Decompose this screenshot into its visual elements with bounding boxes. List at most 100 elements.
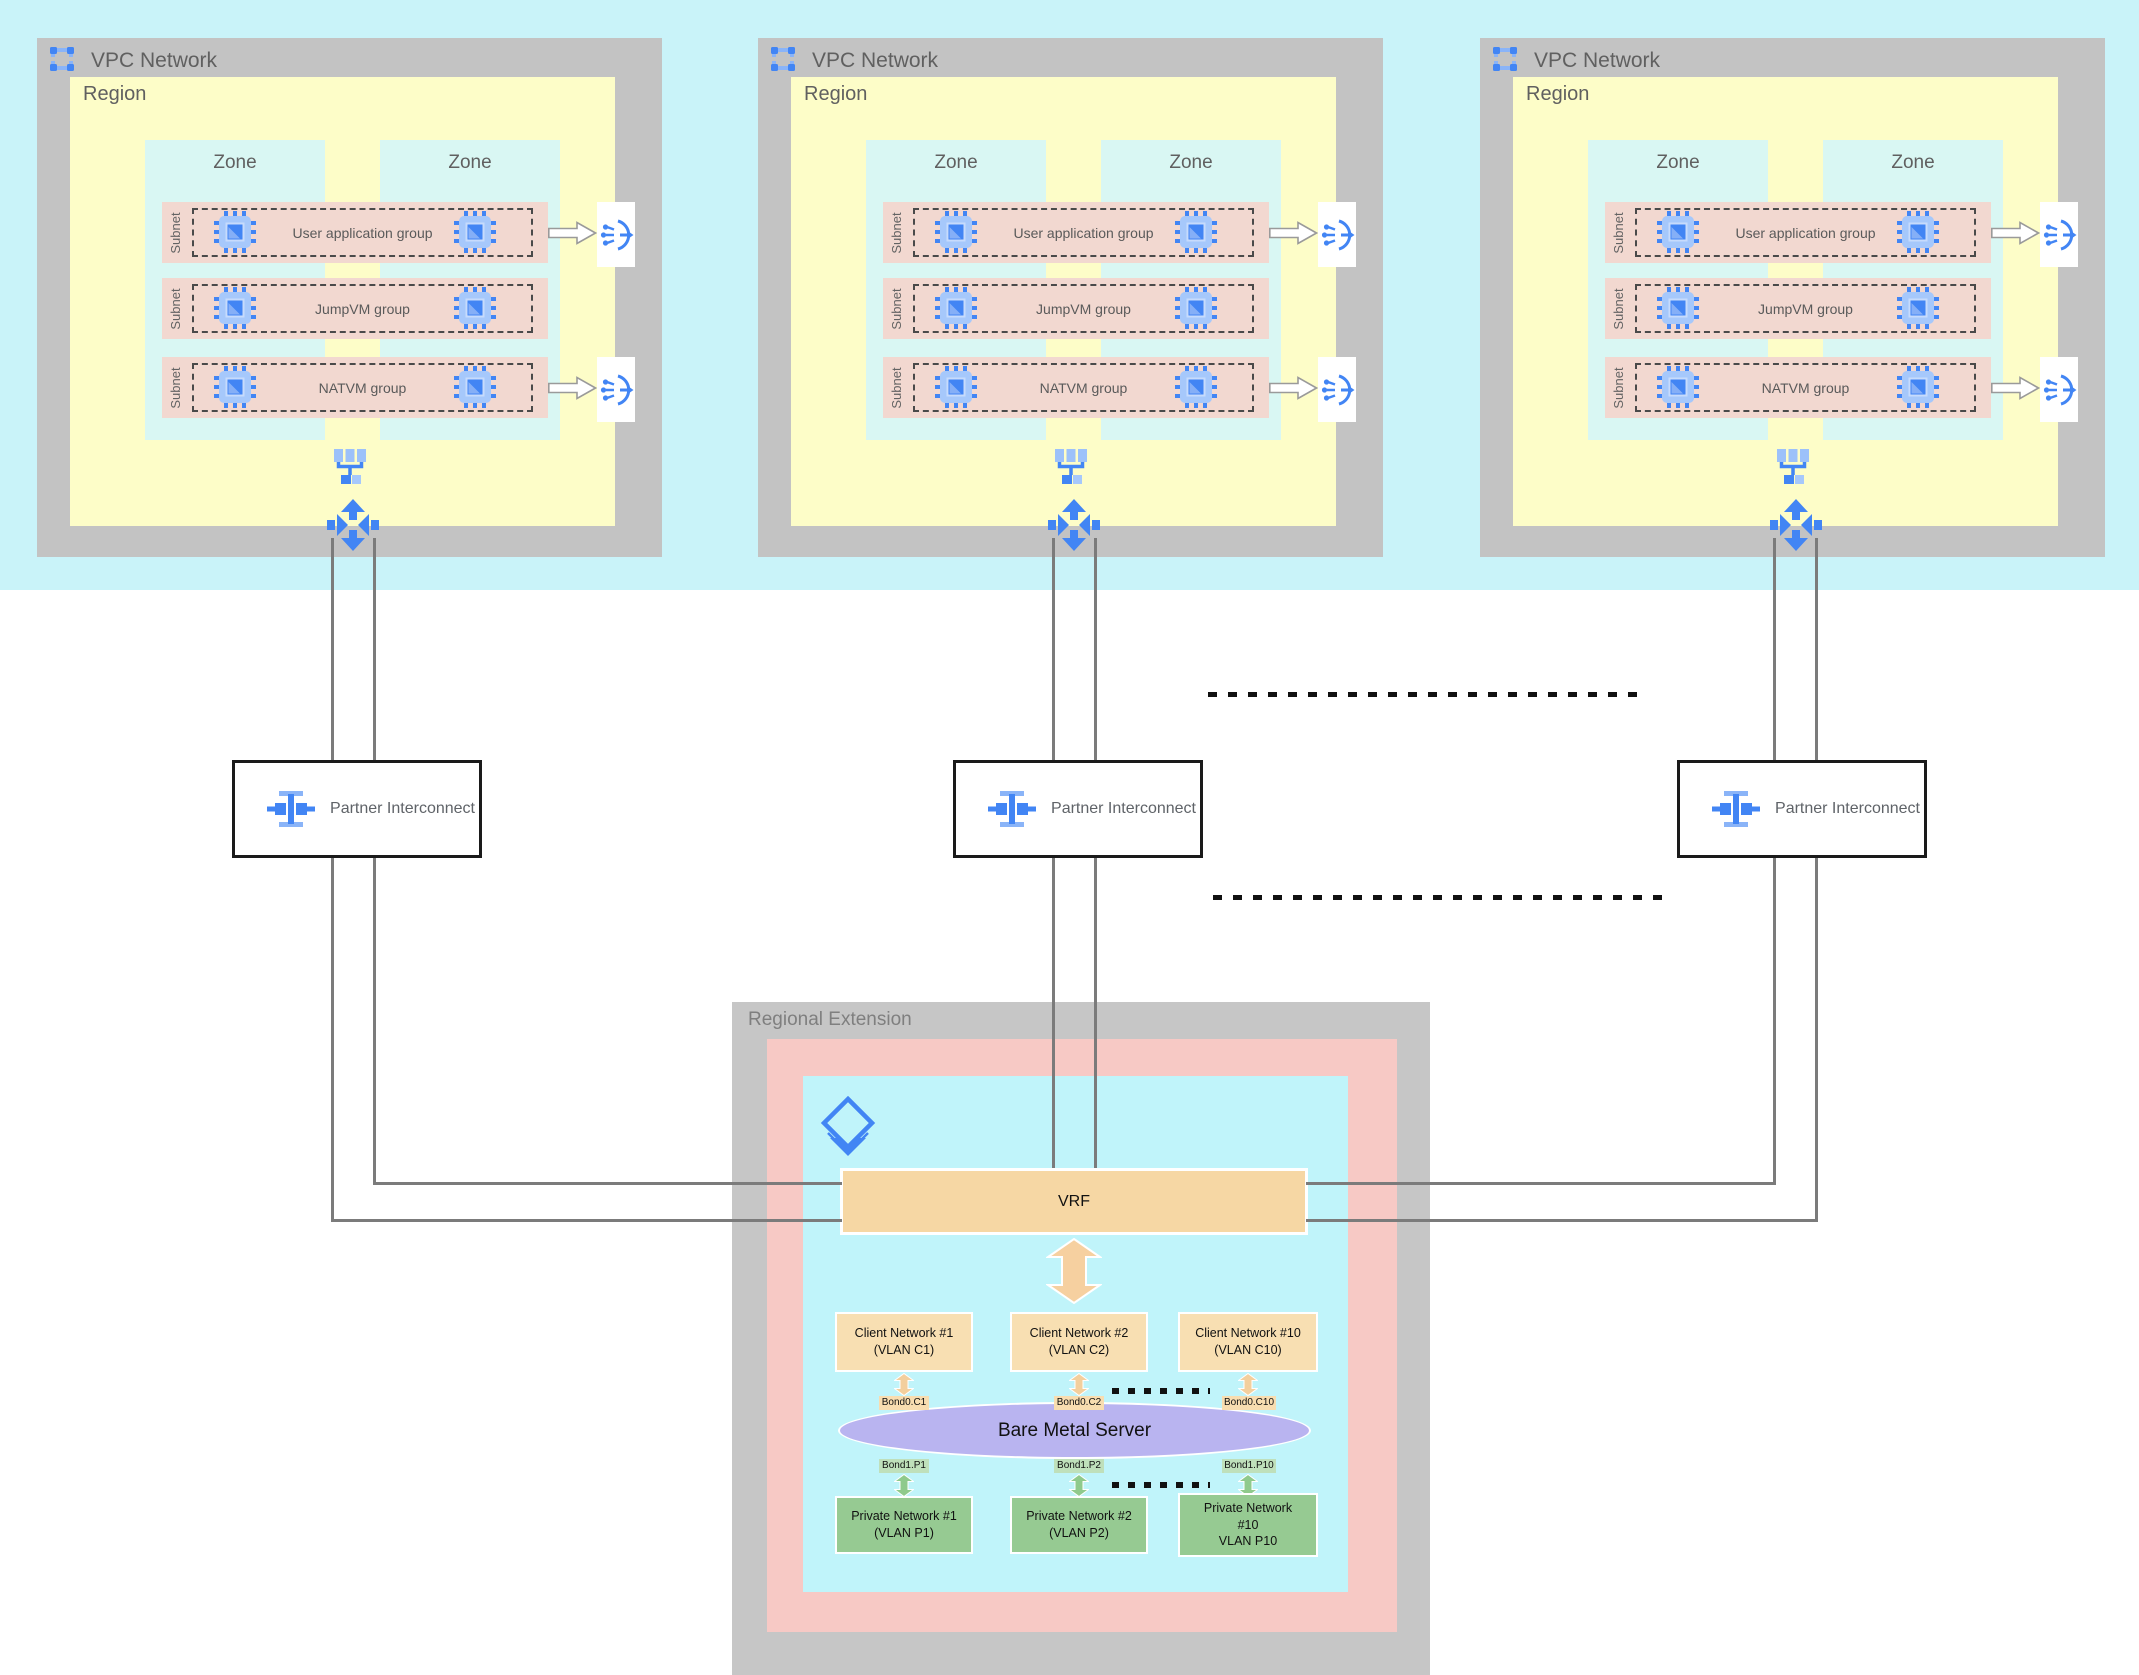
connector-line: [1094, 538, 1097, 760]
instance-group-box: [913, 284, 1254, 333]
bond-label: Bond1.P1: [879, 1459, 929, 1473]
instance-group-box: [1635, 363, 1976, 412]
load-balancer-box: [2040, 357, 2078, 422]
interconnect-icon: [988, 791, 1036, 827]
dashed-link: [1208, 692, 1645, 697]
vpc-network-3: VPC Network Region Zone Zone Subnet User…: [1480, 38, 2105, 557]
connector-line: [331, 538, 334, 760]
region-2: Region Zone Zone Subnet User application…: [791, 77, 1356, 551]
load-balancer-box: [2040, 202, 2078, 267]
bond-arrow-icon: [894, 1474, 914, 1497]
vpc-network-icon: [50, 47, 74, 71]
subnet-label: Subnet: [1611, 211, 1626, 254]
subnet-row-jumpvm: Subnet JumpVM group: [883, 278, 1269, 339]
bond-label: Bond1.P2: [1054, 1459, 1104, 1473]
instance-group-box: [192, 363, 533, 412]
cloud-router-icon: [1770, 499, 1822, 551]
subnet-row-jumpvm: Subnet JumpVM group: [1605, 278, 1991, 339]
zone-label: Zone: [934, 152, 978, 173]
connector-line: [373, 538, 376, 760]
layers-icon: [818, 1096, 878, 1160]
subnet-label: Subnet: [889, 366, 904, 409]
bare-metal-server: Bare Metal Server: [838, 1402, 1311, 1459]
group-label: JumpVM group: [1036, 300, 1131, 317]
regional-extension-core: VRF Client Network #1 (VLAN C1) Client N…: [803, 1076, 1348, 1592]
subnet-row-natvm: Subnet NATVM group: [883, 357, 1269, 418]
block-arrow-icon: [548, 221, 597, 245]
private-network-box: Private Network #2 (VLAN P2): [1010, 1496, 1148, 1554]
partner-interconnect-1: Partner Interconnect: [232, 760, 482, 858]
partner-interconnect-label: Partner Interconnect: [1051, 800, 1196, 818]
zone-label: Zone: [1169, 152, 1213, 173]
subnet-label: Subnet: [1611, 287, 1626, 330]
vpc-network-icon: [1493, 47, 1517, 71]
zone-label: Zone: [448, 152, 492, 173]
block-arrow-icon: [1269, 221, 1318, 245]
vpc-title: VPC Network: [812, 49, 939, 72]
group-label: User application group: [1013, 224, 1154, 241]
region-label: Region: [1526, 83, 1590, 105]
partner-interconnect-2: Partner Interconnect: [953, 760, 1203, 858]
interconnect-icon: [267, 791, 315, 827]
subnet-label: Subnet: [1611, 366, 1626, 409]
regional-extension-inner: VRF Client Network #1 (VLAN C1) Client N…: [767, 1039, 1397, 1632]
connector-line: [373, 1182, 842, 1185]
client-network-box: Client Network #10 (VLAN C10): [1178, 1312, 1318, 1372]
private-network-box: Private Network #10 VLAN P10: [1178, 1493, 1318, 1557]
load-balancer-box: [597, 202, 635, 267]
load-balancer-box: [1318, 357, 1356, 422]
dots-separator: [1112, 1482, 1210, 1488]
group-label: NATVM group: [1039, 379, 1128, 396]
subnet-label: Subnet: [168, 211, 183, 254]
instance-group-box: [192, 284, 533, 333]
vpc-title: VPC Network: [1534, 49, 1661, 72]
client-network-box: Client Network #1 (VLAN C1): [835, 1312, 973, 1372]
subnet-row-natvm: Subnet NATVM group: [1605, 357, 1991, 418]
bond-arrow-icon: [1069, 1373, 1089, 1396]
load-balancer-icon: [2042, 219, 2077, 250]
bond-label: Bond1.P10: [1222, 1459, 1276, 1473]
bond-arrow-icon: [1069, 1474, 1089, 1497]
subnet-row-natvm: Subnet NATVM group: [162, 357, 548, 418]
group-label: User application group: [292, 224, 433, 241]
instance-group-box: [1635, 284, 1976, 333]
subnet-row-jumpvm: Subnet JumpVM group: [162, 278, 548, 339]
cloud-router-icon: [1048, 499, 1100, 551]
bond-arrow-icon: [894, 1373, 914, 1396]
network-hub-icon: [1775, 447, 1811, 486]
instance-group-box: [192, 208, 533, 257]
dashed-link: [1213, 895, 1662, 900]
connector-line: [1052, 858, 1055, 1168]
partner-interconnect-3: Partner Interconnect: [1677, 760, 1927, 858]
group-label: JumpVM group: [315, 300, 410, 317]
region-label: Region: [804, 83, 868, 105]
load-balancer-icon: [1320, 219, 1355, 250]
connector-line: [1306, 1182, 1776, 1185]
vpc-network-1: VPC Network Region Zone Zone Subnet User…: [37, 38, 662, 557]
block-arrow-icon: [1991, 376, 2040, 400]
subnet-row-user-app: Subnet User application group: [162, 202, 548, 263]
connector-line: [373, 858, 376, 1185]
cloud-router-icon: [327, 499, 379, 551]
bond-label: Bond0.C2: [1054, 1396, 1104, 1410]
load-balancer-icon: [599, 374, 634, 405]
subnet-label: Subnet: [168, 366, 183, 409]
vpc-network-2: VPC Network Region Zone Zone Subnet User…: [758, 38, 1383, 557]
regional-extension: Regional Extension VRF Client Network #1…: [732, 1002, 1430, 1675]
instance-group-box: [913, 208, 1254, 257]
block-arrow-icon: [548, 376, 597, 400]
partner-interconnect-label: Partner Interconnect: [1775, 800, 1920, 818]
connector-line: [1094, 858, 1097, 1168]
zone-label: Zone: [1891, 152, 1935, 173]
connector-line: [331, 1219, 842, 1222]
private-network-box: Private Network #1 (VLAN P1): [835, 1496, 973, 1554]
region-label: Region: [83, 83, 147, 105]
load-balancer-icon: [1320, 374, 1355, 405]
client-network-box: Client Network #2 (VLAN C2): [1010, 1312, 1148, 1372]
group-label: User application group: [1735, 224, 1876, 241]
block-arrow-icon: [1269, 376, 1318, 400]
vpc-network-icon: [771, 47, 795, 71]
connector-line: [1815, 858, 1818, 1222]
group-label: NATVM group: [1761, 379, 1850, 396]
